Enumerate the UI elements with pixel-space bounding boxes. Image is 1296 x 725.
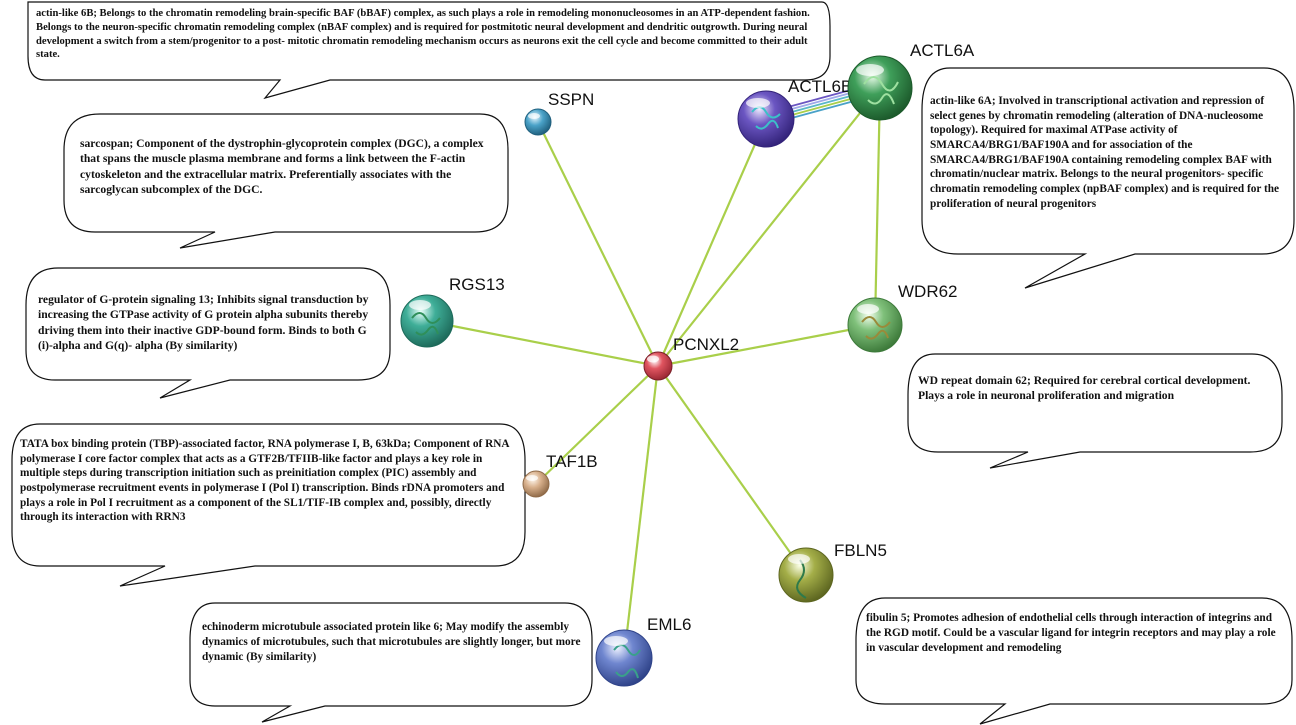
callout-actl6a-text: actin-like 6A; Involved in transcription… — [930, 95, 1280, 210]
callout-actl6b-bubble — [27, 1, 831, 100]
edge-pcnxl2-sspn — [537, 121, 659, 367]
callout-sspn-text: sarcospan; Component of the dystrophin-g… — [80, 137, 484, 196]
edge-actl6a-wdr62 — [873, 87, 882, 326]
callout-wdr62-text: WD repeat domain 62; Required for cerebr… — [918, 374, 1251, 403]
edge-pcnxl2-rgs13 — [426, 319, 659, 368]
nodes: PCNXL2 SSPN ACTL6B ACTL6A RGS13 — [400, 41, 975, 687]
callout-actl6b-text: actin-like 6B; Belongs to the chromatin … — [36, 8, 810, 61]
callout-wdr62-bubble — [907, 353, 1283, 469]
callout-actl6a-bubble — [921, 67, 1295, 289]
node-label-taf1b: TAF1B — [546, 452, 598, 471]
node-actl6a[interactable]: ACTL6A — [847, 41, 975, 121]
node-label-pcnxl2: PCNXL2 — [673, 335, 739, 354]
edge-pcnxl2-actl6a — [657, 87, 881, 367]
callout-eml6-bubble — [189, 602, 593, 723]
callouts — [11, 1, 1295, 725]
node-rgs13[interactable]: RGS13 — [400, 275, 505, 348]
callout-rgs13-bubble — [25, 267, 391, 399]
node-actl6b[interactable]: ACTL6B — [737, 77, 852, 148]
callout-sspn-bubble — [63, 113, 509, 249]
node-fbln5[interactable]: FBLN5 — [778, 541, 887, 603]
node-label-actl6a: ACTL6A — [910, 41, 975, 60]
node-label-fbln5: FBLN5 — [834, 541, 887, 560]
node-pcnxl2[interactable]: PCNXL2 — [643, 335, 739, 381]
edge-pcnxl2-actl6b — [656, 118, 768, 367]
callout-eml6-text: echinoderm microtubule associated protei… — [202, 621, 581, 663]
callout-fbln5-text: fibulin 5; Promotes adhesion of endothel… — [866, 612, 1276, 654]
node-label-rgs13: RGS13 — [449, 275, 505, 294]
edge-pcnxl2-taf1b — [535, 365, 659, 485]
node-label-wdr62: WDR62 — [898, 282, 958, 301]
callout-rgs13-text: regulator of G-protein signaling 13; Inh… — [38, 293, 369, 352]
node-sspn[interactable]: SSPN — [524, 90, 594, 136]
node-label-actl6b: ACTL6B — [788, 77, 852, 96]
callout-taf1b-bubble — [11, 423, 526, 587]
edge-pcnxl2-eml6 — [622, 365, 660, 659]
edge-pcnxl2-wdr62 — [657, 323, 876, 368]
node-eml6[interactable]: EML6 — [595, 615, 691, 687]
callout-fbln5-bubble — [855, 597, 1293, 725]
node-wdr62[interactable]: WDR62 — [847, 282, 958, 353]
node-taf1b[interactable]: TAF1B — [522, 452, 598, 498]
edge-pcnxl2-fbln5 — [657, 365, 807, 576]
node-label-sspn: SSPN — [548, 90, 594, 109]
callout-taf1b-text: TATA box binding protein (TBP)-associate… — [20, 438, 509, 524]
node-label-eml6: EML6 — [647, 615, 691, 634]
